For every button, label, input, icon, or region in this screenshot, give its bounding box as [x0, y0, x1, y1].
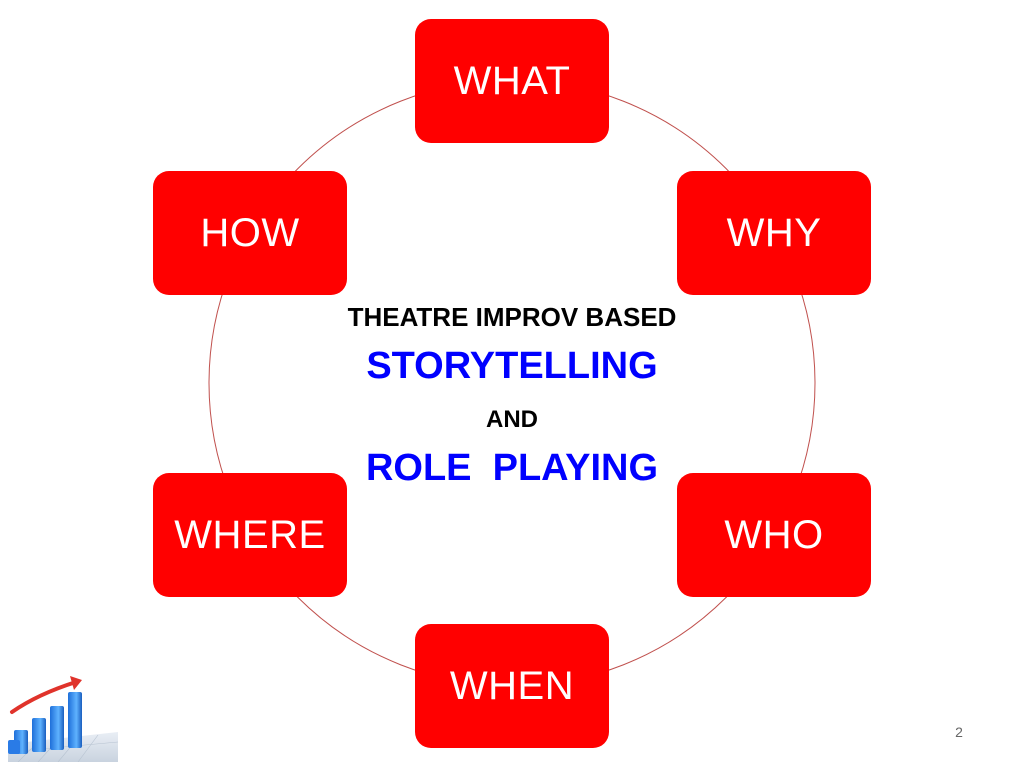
rising-bar-chart-icon	[8, 676, 118, 762]
node-when: WHEN	[415, 624, 609, 748]
node-what: WHAT	[415, 19, 609, 143]
node-who: WHO	[677, 473, 871, 597]
node-why: WHY	[677, 171, 871, 295]
center-and: AND	[486, 406, 538, 433]
center-role-playing: ROLE PLAYING	[365, 447, 659, 489]
node-where: WHERE	[153, 473, 347, 597]
page-number: 2	[955, 724, 963, 740]
node-how: HOW	[153, 171, 347, 295]
center-storytelling: STORYTELLING	[366, 345, 658, 387]
center-subtitle: THEATRE IMPROV BASED	[347, 302, 677, 332]
